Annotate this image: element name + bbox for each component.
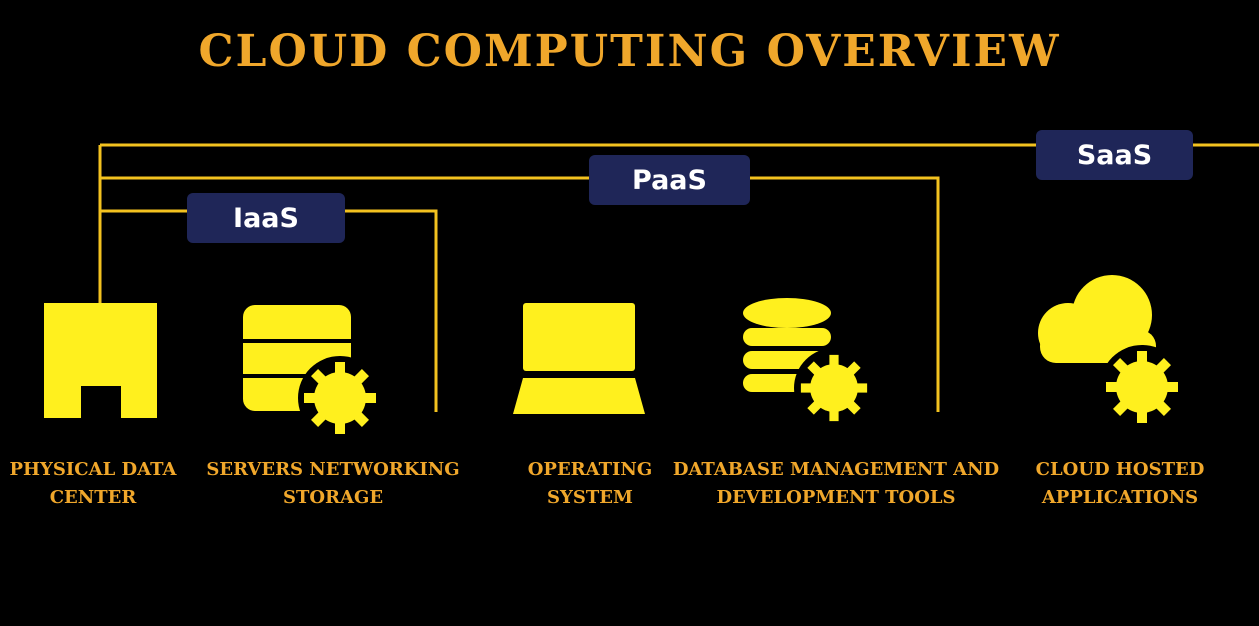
label-cloud-hosted-applications: CLOUD HOSTED APPLICATIONS — [1035, 459, 1205, 508]
paas-bracket-line — [100, 176, 940, 412]
server-gear-icon — [243, 305, 382, 440]
iaas-badge: IaaS — [187, 193, 345, 243]
saas-badge: SaaS — [1036, 130, 1193, 180]
laptop-icon — [513, 303, 645, 414]
building-icon — [44, 303, 157, 418]
label-operating-system: OPERATING SYSTEM — [527, 459, 653, 508]
label-database-dev-tools: DATABASE MANAGEMENT AND DEVELOPMENT TOOL… — [672, 459, 1000, 508]
database-gear-icon — [743, 298, 874, 428]
paas-badge: PaaS — [589, 155, 750, 205]
label-servers-networking-storage: SERVERS NETWORKING STORAGE — [206, 459, 460, 508]
label-physical-data-center: PHYSICAL DATA CENTER — [9, 459, 177, 508]
page-title: CLOUD COMPUTING OVERVIEW — [198, 26, 1061, 77]
cloud-gear-icon — [1038, 275, 1184, 429]
